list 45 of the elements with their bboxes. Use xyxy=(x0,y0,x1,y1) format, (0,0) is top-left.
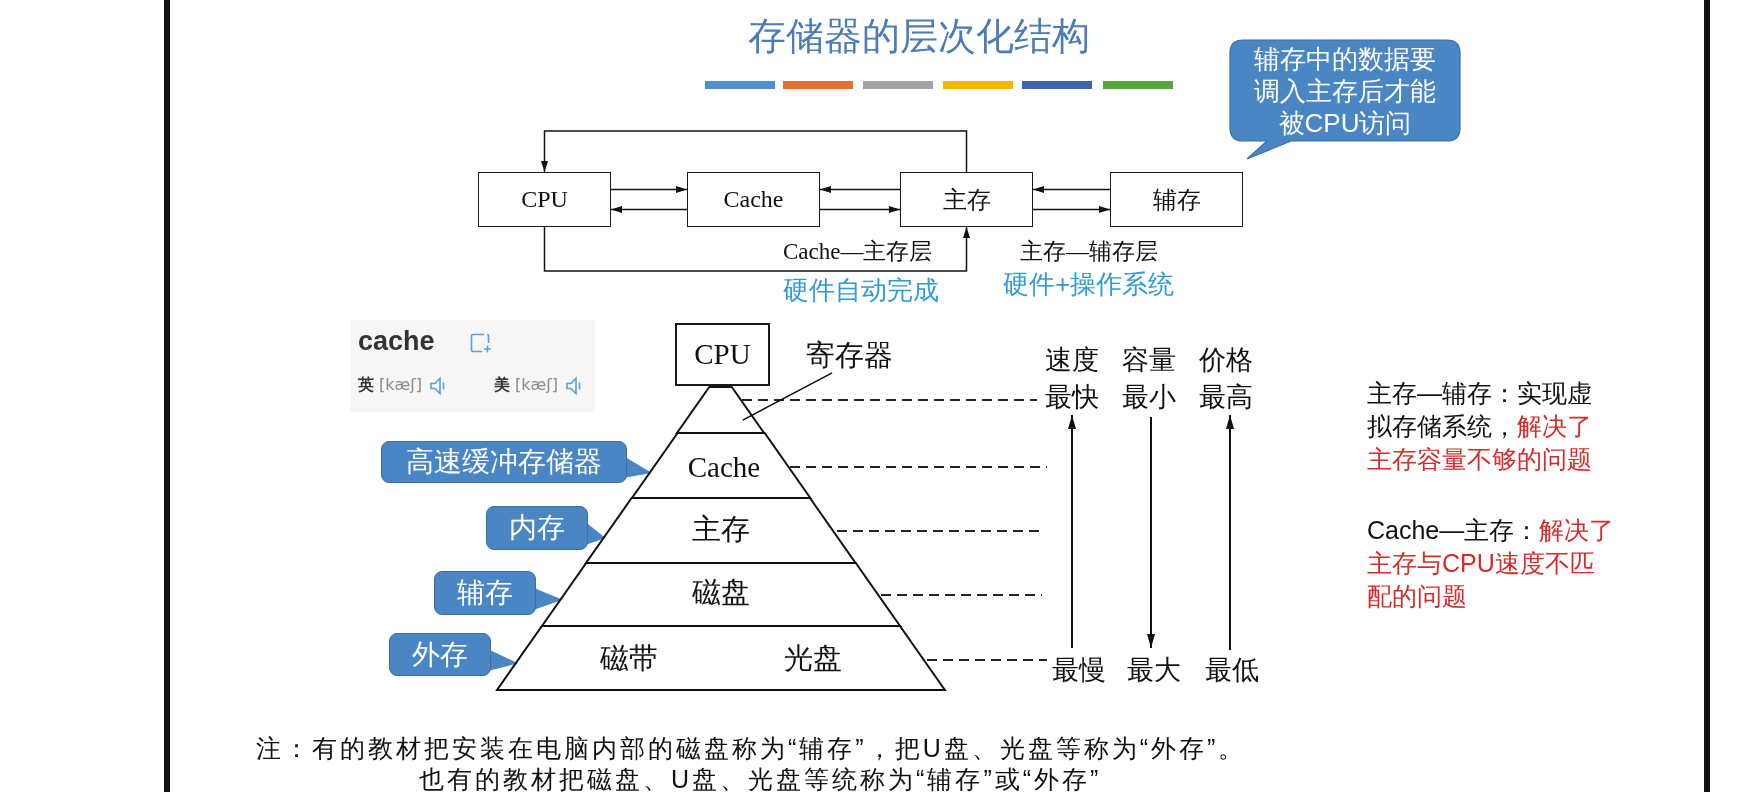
phonetic-text: 英 [kæʃ] xyxy=(358,375,422,395)
arrow xyxy=(1032,186,1111,193)
unit-box: 辅存 xyxy=(1110,172,1243,227)
scale-end-label: 最小 xyxy=(1122,380,1176,414)
dictionary-word: cache xyxy=(358,325,435,358)
annotation-text: 硬件+操作系统 xyxy=(1003,269,1175,301)
arrow xyxy=(543,226,970,272)
note-paragraph: Cache—主存：解决了主存与CPU速度不匹配的问题 xyxy=(1367,515,1616,612)
scale-end-label: 最慢 xyxy=(1052,653,1106,687)
speech-bubble: 辅存中的数据要调入主存后才能被CPU访问 xyxy=(1229,39,1461,160)
layer-label: 主存 xyxy=(692,512,750,547)
page-title: 存储器的层次化结构 xyxy=(748,14,1090,60)
arrow xyxy=(541,130,968,173)
scale-heading: 价格 xyxy=(1199,343,1253,377)
layer-label: 磁带 xyxy=(600,642,658,676)
arrow xyxy=(610,186,688,193)
pyramid-layer xyxy=(677,387,765,433)
footnote-text: 也有的教材把磁盘、U盘、光盘等统称为“辅存”或“外存” xyxy=(419,764,1102,792)
scale-end-label: 最高 xyxy=(1199,380,1253,414)
unit-box: CPU xyxy=(478,172,611,227)
arrow xyxy=(819,186,901,193)
unit-box: 主存 xyxy=(900,172,1033,227)
note-paragraph: 主存—辅存：实现虚拟存储系统，解决了主存容量不够的问题 xyxy=(1367,378,1593,475)
layer-label: 磁盘 xyxy=(692,575,750,610)
scale-end-label: 最低 xyxy=(1205,653,1259,687)
callout-pointer xyxy=(534,588,563,610)
arrow xyxy=(1032,206,1111,213)
annotation-text: 寄存器 xyxy=(806,338,893,373)
layer-pair-label: Cache—主存层 xyxy=(783,238,933,266)
phonetic-text: 美 [kæʃ] xyxy=(494,375,558,395)
callout-pointer xyxy=(625,457,652,478)
footnote-text: 注：有的教材把安装在电脑内部的磁盘称为“辅存”，把U盘、光盘等称为“外存”。 xyxy=(256,733,1247,763)
scale-end-label: 最快 xyxy=(1045,380,1099,414)
scale-heading: 速度 xyxy=(1045,343,1099,377)
leader-line xyxy=(742,372,833,421)
annotation-text: 硬件自动完成 xyxy=(783,275,939,307)
arrow xyxy=(819,206,901,213)
unit-box: CPU xyxy=(675,323,770,386)
unit-box: Cache xyxy=(687,172,820,227)
scale-end-label: 最大 xyxy=(1127,653,1181,687)
layer-label: 光盘 xyxy=(784,642,842,676)
layer-label: Cache xyxy=(687,450,761,485)
layer-pair-label: 主存—辅存层 xyxy=(1020,238,1158,266)
scale-heading: 容量 xyxy=(1122,343,1176,377)
arrow xyxy=(610,206,688,213)
